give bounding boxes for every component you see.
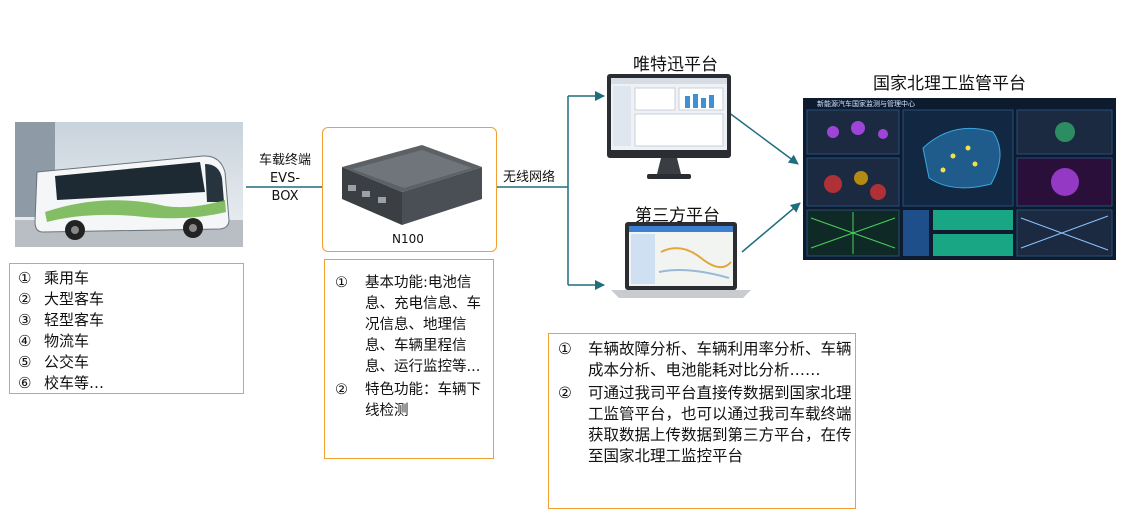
vehicle-type-number: ⑥ xyxy=(18,374,32,392)
vehicle-type-text: 大型客车 xyxy=(44,290,105,308)
terminal-label-cn: 车载终端 xyxy=(258,153,311,168)
vehicle-type-text: 公交车 xyxy=(44,353,90,371)
terminal-label-en: EVS-BOX xyxy=(269,171,301,204)
device-feature-text: 特色功能：车辆下线检测 xyxy=(365,382,481,419)
analysis-box xyxy=(548,333,856,509)
vitas-monitor-image xyxy=(607,74,731,188)
device-name: N100 xyxy=(392,232,424,246)
vehicle-type-text: 乘用车 xyxy=(44,269,90,287)
vehicle-type-item: ③ 轻型客车 xyxy=(18,310,104,331)
third-party-platform-title: 第三方平台 xyxy=(635,206,720,226)
vehicle-type-item: ⑥ 校车等… xyxy=(18,373,104,394)
n100-device-icon xyxy=(342,145,482,225)
analysis-text: 车辆故障分析、车辆利用率分析、车辆成本分析、电池能耗对比分析…… xyxy=(588,340,852,379)
analysis-number: ② xyxy=(558,384,572,402)
vitas-platform-title: 唯特迅平台 xyxy=(633,55,718,75)
national-platform-title: 国家北理工监管平台 xyxy=(873,74,1026,94)
device-feature-box xyxy=(324,259,494,459)
national-dashboard: 新能源汽车国家监测与管理中心 xyxy=(803,98,1116,260)
analysis-item: ② 可通过我司平台直接传数据到国家北理工监管平台，也可以通过我司车载终端获取数据上… xyxy=(558,383,853,467)
vehicle-type-text: 校车等… xyxy=(44,374,105,392)
arrow-vitas-to-national xyxy=(727,111,799,165)
vehicle-type-box xyxy=(9,263,244,394)
vehicle-type-number: ① xyxy=(18,269,32,287)
vehicle-type-item: ① 乘用车 xyxy=(18,268,104,289)
monitor-icon xyxy=(607,74,731,179)
analysis-number: ① xyxy=(558,340,572,358)
vehicle-type-item: ② 大型客车 xyxy=(18,289,104,310)
device-image xyxy=(332,137,487,233)
vehicle-type-item: ⑤ 公交车 xyxy=(18,352,104,373)
vehicle-type-number: ④ xyxy=(18,332,32,350)
dashboard-header: 新能源汽车国家监测与管理中心 xyxy=(817,100,915,108)
device-feature-list: ① 基本功能:电池信息、充电信息、车况信息、地理信息、车辆里程信息、运行监控等..… xyxy=(335,273,490,424)
dashboard-panels xyxy=(806,109,1113,257)
vehicle-type-item: ④ 物流车 xyxy=(18,331,104,352)
laptop-icon xyxy=(611,222,751,298)
analysis-item: ① 车辆故障分析、车辆利用率分析、车辆成本分析、电池能耗对比分析…… xyxy=(558,339,853,381)
arrow-third-to-national xyxy=(741,202,801,253)
terminal-label: 车载终端 EVS-BOX xyxy=(257,152,313,206)
wireless-label: 无线网络 xyxy=(503,170,556,185)
vehicle-type-text: 物流车 xyxy=(44,332,90,350)
device-feature-text: 基本功能:电池信息、充电信息、车况信息、地理信息、车辆里程信息、运行监控等... xyxy=(365,275,481,375)
analysis-list: ① 车辆故障分析、车辆利用率分析、车辆成本分析、电池能耗对比分析…… ② 可通过我司平… xyxy=(558,339,853,469)
vehicle-type-number: ⑤ xyxy=(18,353,32,371)
device-feature-item: ① 基本功能:电池信息、充电信息、车况信息、地理信息、车辆里程信息、运行监控等..… xyxy=(335,273,490,378)
analysis-text: 可通过我司平台直接传数据到国家北理工监管平台，也可以通过我司车载终端获取数据上传… xyxy=(588,384,852,465)
device-feature-item: ② 特色功能：车辆下线检测 xyxy=(335,380,490,422)
third-party-laptop-image xyxy=(611,222,751,304)
vehicle-type-number: ③ xyxy=(18,311,32,329)
vehicle-type-number: ② xyxy=(18,290,32,308)
device-feature-number: ② xyxy=(335,382,348,398)
bus-image xyxy=(15,122,243,247)
device-feature-number: ① xyxy=(335,275,348,291)
bus-illustration xyxy=(15,122,243,247)
vehicle-type-list: ① 乘用车 ② 大型客车 ③ 轻型客车 ④ 物流车 ⑤ 公交车 ⑥ 校车等… xyxy=(18,268,104,394)
vehicle-type-text: 轻型客车 xyxy=(44,311,105,329)
